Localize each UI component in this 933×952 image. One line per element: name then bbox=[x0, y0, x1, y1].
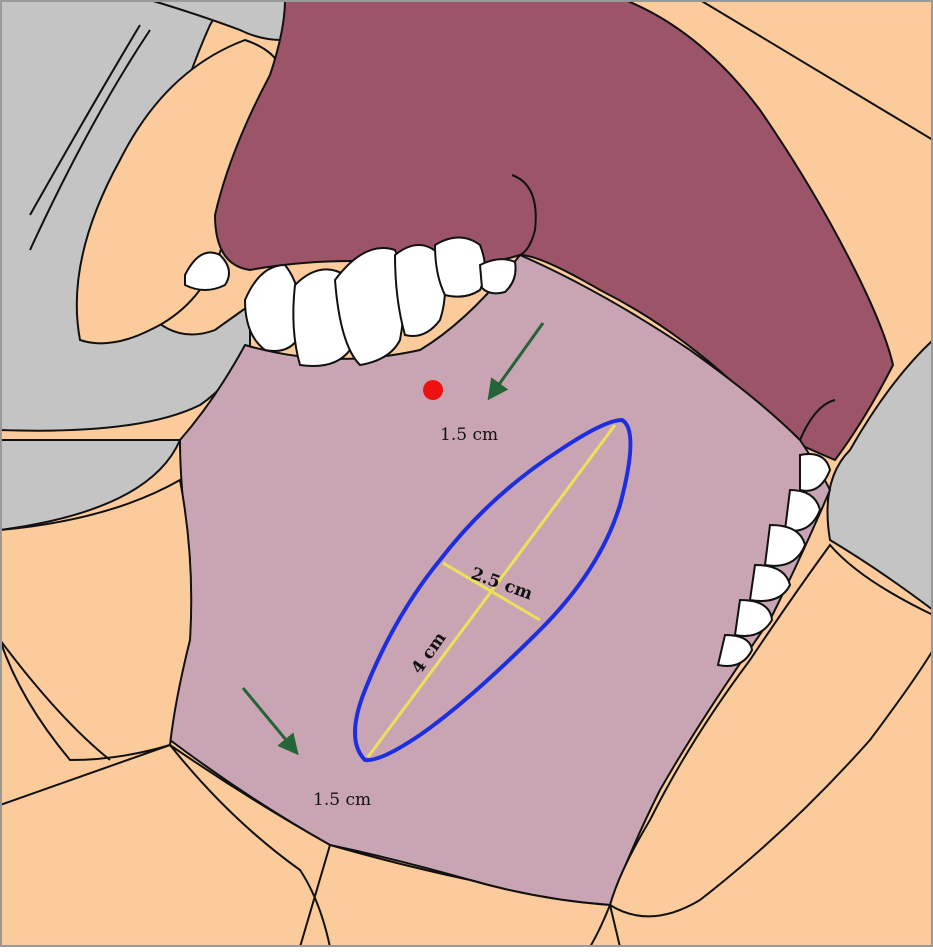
red-dot-marker bbox=[423, 380, 443, 400]
margin-label-top: 1.5 cm bbox=[440, 425, 498, 445]
tooth bbox=[435, 238, 485, 297]
margin-label-bottom: 1.5 cm bbox=[313, 790, 371, 810]
